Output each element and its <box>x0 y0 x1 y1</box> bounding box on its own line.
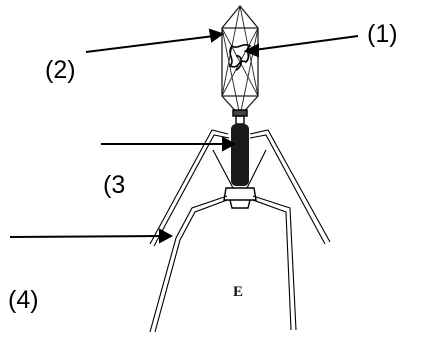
label-three: (3 <box>103 171 125 199</box>
arrow-4 <box>10 236 162 237</box>
phage-head <box>222 6 258 116</box>
tail-fiber-left <box>150 130 228 244</box>
arrow-2 <box>86 36 214 52</box>
capsid-outline <box>222 6 258 116</box>
label-one: (1) <box>367 20 398 48</box>
tail-fiber-right-inner <box>253 196 296 330</box>
phage-collar <box>233 110 247 124</box>
label-four: (4) <box>8 286 39 314</box>
letter-e: E <box>233 284 243 300</box>
base-plate <box>224 188 256 208</box>
tail-fiber-right <box>250 130 330 242</box>
label-two: (2) <box>45 56 76 84</box>
arrow-1 <box>254 36 358 50</box>
tail-fiber-left-inner <box>150 196 227 332</box>
tail-sheath <box>231 124 249 186</box>
